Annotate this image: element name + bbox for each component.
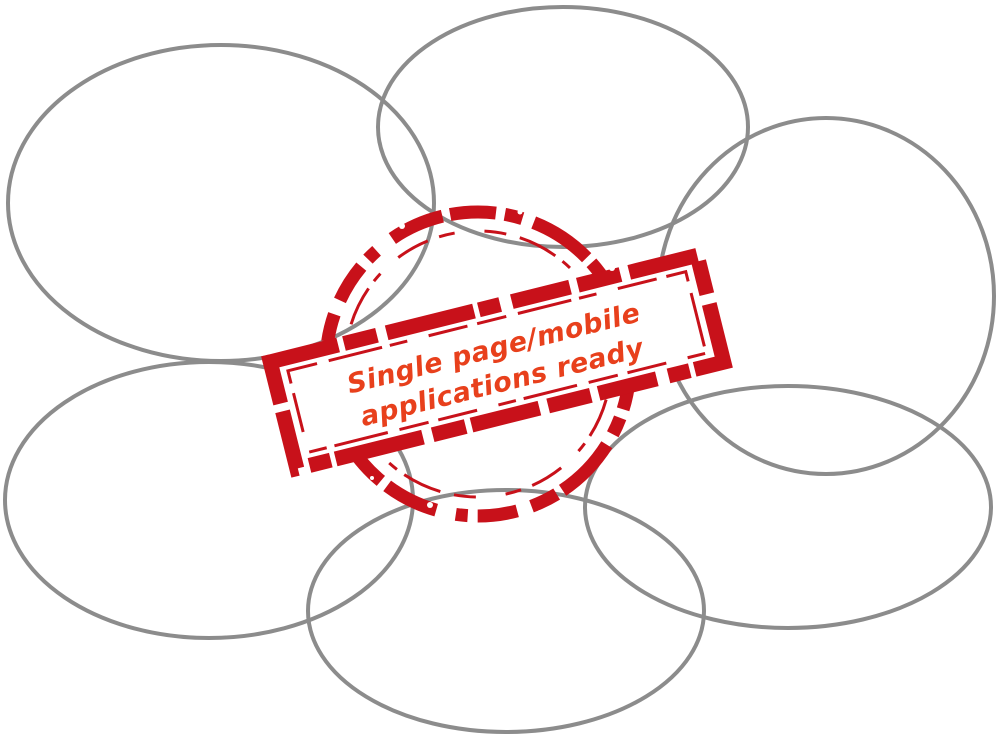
- ellipse-bottom-center: [306, 488, 706, 734]
- ellipse-top-center: [376, 5, 750, 249]
- rubber-stamp: Single page/mobile applications ready: [261, 205, 733, 523]
- stamp-banner: Single page/mobile applications ready: [261, 246, 733, 478]
- stamp-banner-inner-border: [286, 269, 708, 455]
- stamp-banner-border: [261, 246, 733, 478]
- stamp-distress-specks: [327, 209, 623, 514]
- ellipse-top-left: [6, 43, 436, 363]
- ellipse-right: [656, 116, 996, 476]
- ellipse-bottom-right: [583, 384, 993, 630]
